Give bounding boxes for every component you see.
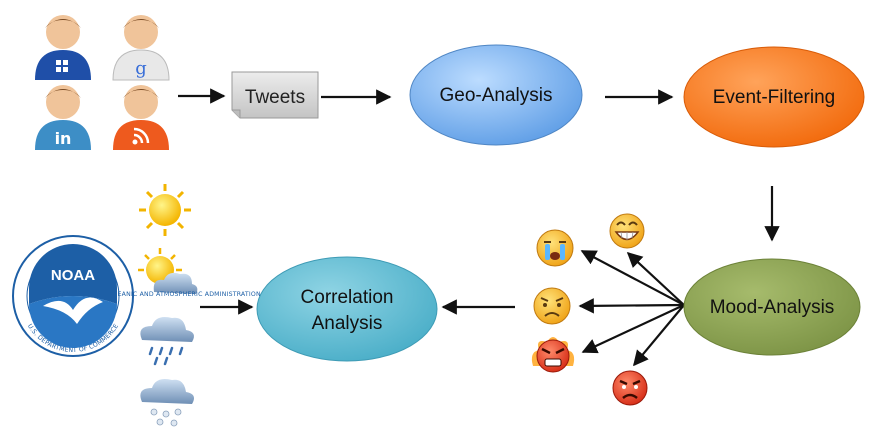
worried-face-icon [533, 287, 571, 325]
arrow-mood-to-grinning [626, 251, 685, 306]
partly-cloudy-icon [138, 248, 198, 294]
geo-analysis-node: Geo-Analysis [409, 44, 583, 146]
correlation-label-line2: Analysis [312, 313, 383, 334]
noaa-ring-top-text: NATIONAL OCEANIC AND ATMOSPHERIC ADMINIS… [73, 291, 261, 298]
geo-analysis-label: Geo-Analysis [440, 85, 553, 106]
social-user-icons: g in [35, 15, 170, 150]
windows-live-icon [35, 15, 91, 80]
arrow-mood-to-crying [580, 250, 685, 306]
flow-arrows [178, 88, 780, 367]
snow-cloud-icon [140, 379, 194, 427]
noaa-logo: NATIONAL OCEANIC AND ATMOSPHERIC ADMINIS… [12, 235, 261, 357]
angry-face-icon [531, 337, 575, 373]
noaa-text: NOAA [51, 267, 95, 284]
correlation-analysis-node: Correlation Analysis [256, 256, 438, 362]
mood-analysis-node: Mood-Analysis [683, 258, 861, 356]
event-filtering-node: Event-Filtering [683, 46, 865, 148]
arrow-mood-to-angry [581, 304, 685, 354]
rain-cloud-icon [140, 317, 194, 366]
crying-face-icon [536, 229, 574, 267]
weather-icons [138, 184, 198, 427]
correlation-label-line1: Correlation [301, 287, 394, 308]
frowning-face-icon [612, 370, 648, 406]
google-icon: g [112, 15, 170, 81]
svg-text:in: in [55, 129, 72, 148]
mood-icons [531, 213, 648, 406]
grinning-face-icon [609, 213, 645, 249]
svg-text:g: g [135, 58, 147, 79]
arrow-mood-to-frowning [633, 304, 685, 367]
tweets-node: Tweets [231, 71, 319, 119]
linkedin-icon: in [35, 85, 91, 150]
rss-icon [113, 85, 169, 150]
mood-analysis-label: Mood-Analysis [710, 297, 835, 318]
sun-icon [139, 184, 191, 236]
tweets-label: Tweets [245, 87, 305, 108]
arrow-mood-to-worried [578, 298, 685, 314]
event-filtering-label: Event-Filtering [713, 87, 836, 108]
